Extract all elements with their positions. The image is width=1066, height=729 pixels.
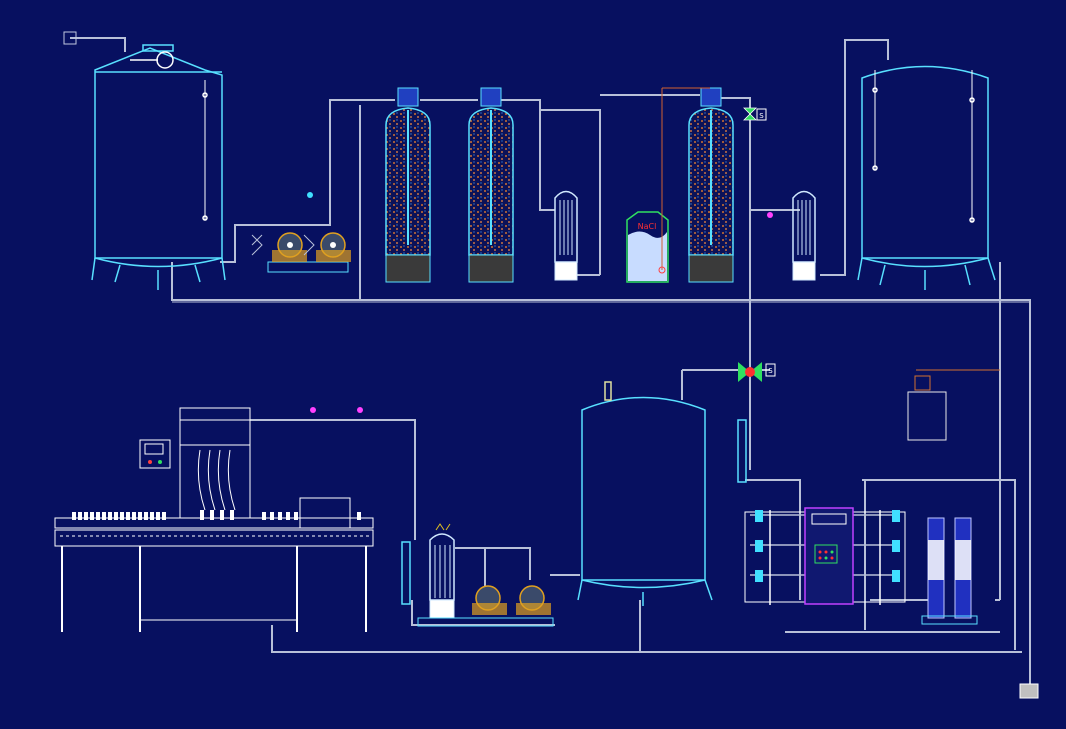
sample-point-icon xyxy=(767,212,773,218)
high-pressure-pumps xyxy=(921,517,978,625)
product-pumps xyxy=(417,585,554,627)
pump-1-icon xyxy=(272,232,307,262)
sample-point-icon-filler-2 xyxy=(357,407,363,413)
raw-water-tank xyxy=(91,44,226,290)
bottom-cartridge-filter xyxy=(429,523,455,619)
softener-filter xyxy=(688,87,734,283)
level-switch-top: S xyxy=(743,107,767,121)
level-switch-label-mid: S xyxy=(768,367,773,375)
inlet-valve-icon xyxy=(63,31,77,45)
brine-tank-label: NaCl xyxy=(638,222,657,231)
filler-flowmeter-icon xyxy=(401,541,411,605)
brine-tank: NaCl xyxy=(626,87,710,283)
intermediate-tank xyxy=(857,65,996,290)
level-switch-label-top: S xyxy=(759,112,764,120)
drain-icon xyxy=(1019,683,1039,699)
filling-machine xyxy=(54,407,374,632)
flowmeter-icon xyxy=(737,419,747,483)
cartridge-filter-1 xyxy=(554,190,578,281)
raw-water-pumps xyxy=(251,192,351,273)
ro-membrane-rack xyxy=(744,510,906,605)
sample-point-icon-filler-1 xyxy=(310,407,316,413)
pump-2-icon xyxy=(316,232,351,262)
control-panel xyxy=(804,507,854,605)
pure-water-tank xyxy=(577,381,713,606)
carbon-filter xyxy=(468,87,514,283)
dosing-tank xyxy=(907,369,1000,441)
pump-valves-icon xyxy=(251,192,315,256)
bottles-row xyxy=(72,510,361,520)
cartridge-filter-2 xyxy=(792,190,816,281)
sand-filter xyxy=(385,87,431,283)
pipe-network xyxy=(70,37,1031,690)
three-way-valve: S xyxy=(738,362,776,382)
